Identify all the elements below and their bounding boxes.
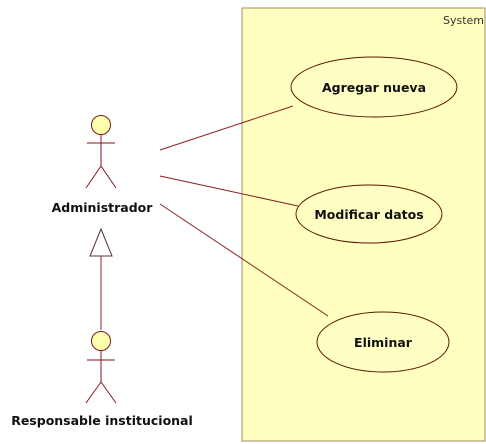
association-admin-add[interactable] (159, 105, 294, 151)
generalization-resp-to-admin[interactable] (89, 227, 113, 330)
actor-head-icon (91, 115, 111, 135)
use-case-ellipse (295, 184, 443, 244)
use-case-agregar-nueva[interactable]: Agregar nueva (290, 56, 458, 118)
use-case-ellipse (316, 311, 450, 373)
actor-responsable-institucional[interactable]: Responsable institucional (11, 331, 193, 429)
association-admin-delete[interactable] (159, 203, 329, 317)
use-case-label: Modificar datos (314, 207, 423, 222)
use-case-modificar-datos[interactable]: Modificar datos (295, 184, 443, 244)
use-case-ellipse (290, 56, 458, 118)
actor-administrador[interactable]: Administrador (52, 115, 154, 216)
actor-right-leg (100, 381, 117, 404)
association-admin-edit[interactable] (159, 175, 299, 207)
actor-right-leg (100, 165, 117, 189)
actor-label: Administrador (52, 200, 154, 215)
actor-head-icon (91, 331, 111, 351)
actor-left-leg (85, 165, 102, 189)
use-case-label: Eliminar (354, 335, 413, 350)
actor-label: Responsable institucional (11, 413, 193, 428)
system-label: System (443, 14, 484, 27)
use-case-eliminar[interactable]: Eliminar (316, 311, 450, 373)
actor-left-leg (85, 381, 102, 404)
generalization-arrowhead-icon (89, 227, 113, 257)
use-case-label: Agregar nueva (322, 80, 426, 95)
